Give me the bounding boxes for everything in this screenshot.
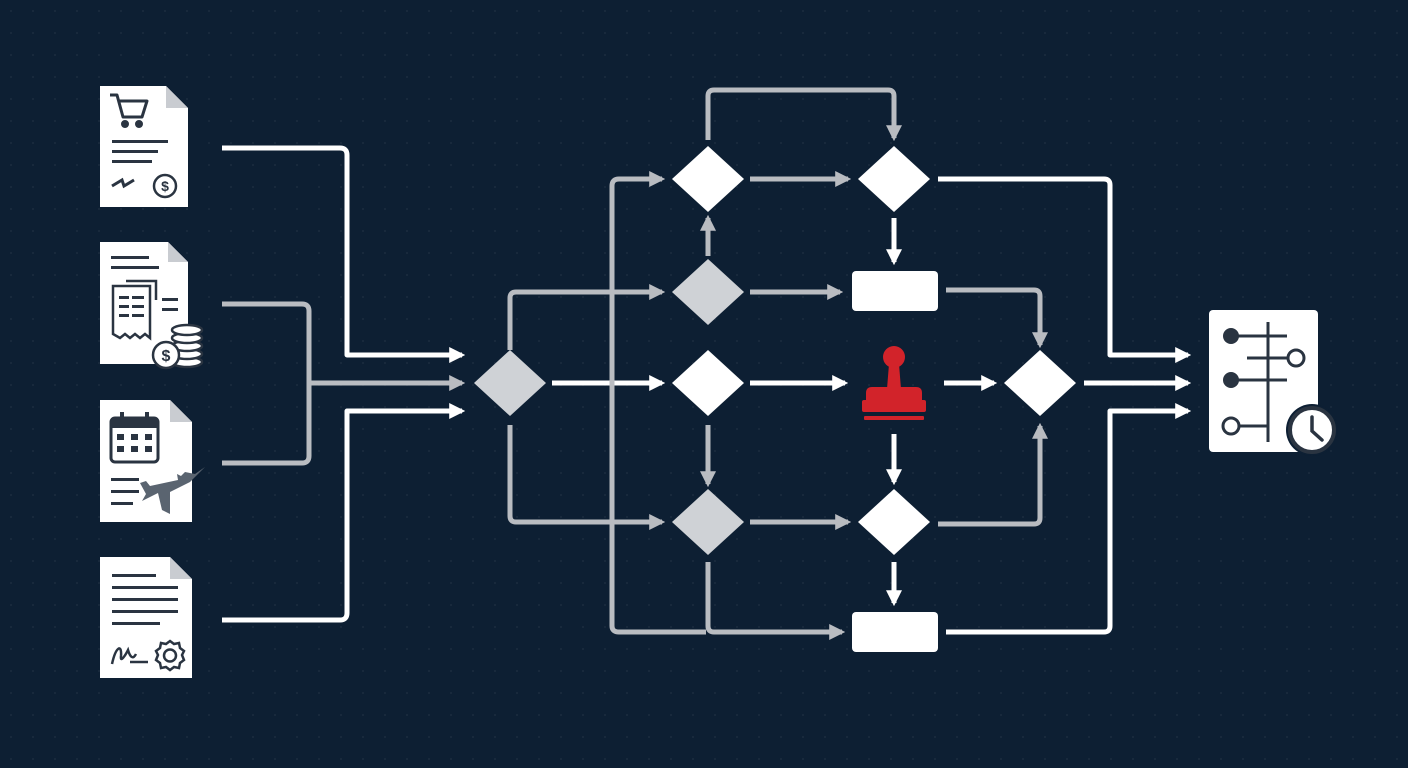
- dollar-coin-icon: $: [162, 348, 171, 365]
- decision-top-2: [858, 146, 930, 212]
- calendar-travel-booking-icon: [100, 400, 205, 522]
- shopping-cart-icon: [110, 93, 149, 128]
- shopping-cart-invoice-icon: $: [100, 86, 188, 207]
- connector-lower2-to-merge: [938, 422, 1049, 527]
- receipt-icon: [111, 279, 158, 341]
- connector-input-3: [222, 383, 312, 466]
- connector-task-to-output: [946, 402, 1192, 635]
- timeline-icon: [1221, 322, 1306, 442]
- connector-input-1: [222, 145, 466, 364]
- seal-badge-icon: [154, 639, 186, 672]
- calendar-icon: [109, 412, 160, 464]
- svg-text:$: $: [161, 178, 169, 194]
- connector-input-2: [222, 301, 466, 392]
- decision-center: [672, 350, 744, 416]
- rubber-stamp-icon: [862, 346, 926, 420]
- connector-gateway-up: [507, 283, 666, 350]
- connector-task-to-merge: [946, 287, 1049, 349]
- decision-upper-mid: [672, 259, 744, 325]
- timeline-schedule-icon: [1209, 310, 1338, 456]
- gateway-diamond: [474, 350, 546, 416]
- dollar-coin-icon: $: [152, 173, 178, 199]
- coin-stack-icon: [151, 323, 204, 370]
- airplane-icon: [140, 467, 205, 514]
- task-upper: [852, 271, 938, 311]
- receipt-with-coins-icon: $: [100, 242, 204, 370]
- decision-lower-1: [672, 489, 744, 555]
- decision-lower-2: [858, 489, 930, 555]
- connector-input-4: [222, 402, 466, 623]
- task-lower: [852, 612, 938, 652]
- connector-trunk-bottom: [609, 522, 706, 635]
- signed-contract-seal-icon: [100, 557, 192, 678]
- decision-top-1: [672, 146, 744, 212]
- connector-top-loop: [705, 87, 903, 142]
- connectors: [222, 87, 1192, 641]
- signature-icon: [110, 646, 148, 665]
- clock-icon: [1286, 404, 1338, 456]
- connector-top2-to-output: [938, 176, 1192, 364]
- connector-lower-to-task: [705, 562, 846, 641]
- connector-gateway-down: [507, 425, 666, 531]
- connector-trunk-top: [609, 170, 666, 522]
- decision-merge: [1004, 350, 1076, 416]
